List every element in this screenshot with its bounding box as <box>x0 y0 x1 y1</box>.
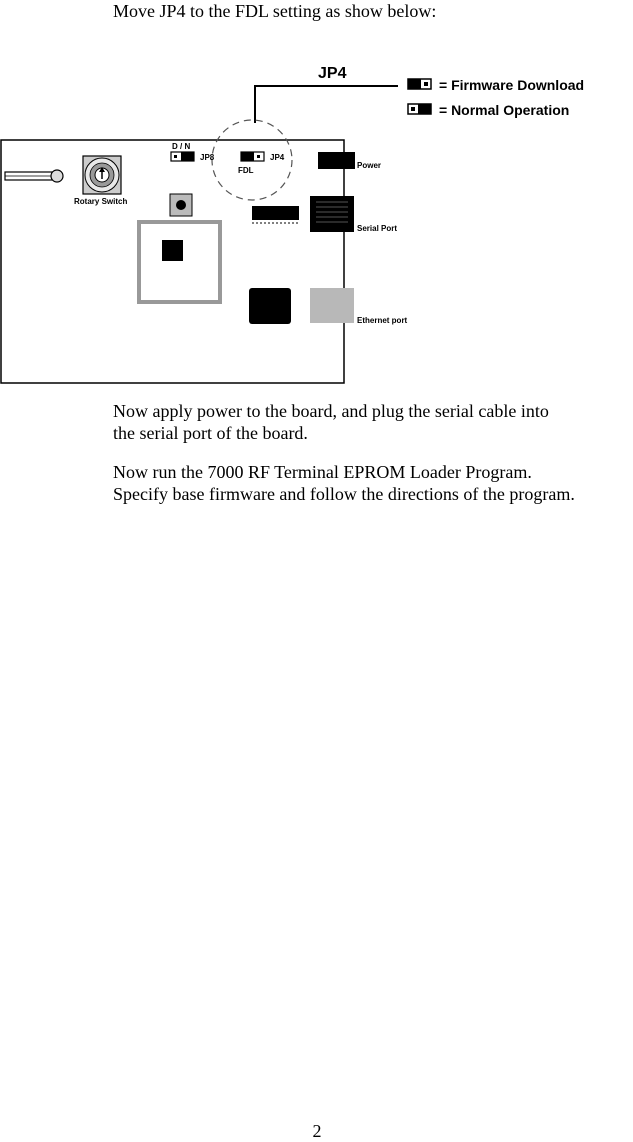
board-outline <box>0 139 345 384</box>
ethernet-port <box>310 288 354 323</box>
paragraph-line: Specify base firmware and follow the dir… <box>113 484 575 504</box>
ethernet-chip <box>249 288 291 324</box>
power-label: Power <box>357 161 381 170</box>
jp4-highlight-circle <box>211 119 293 201</box>
jp4-jumper <box>240 151 265 162</box>
rotary-switch-label: Rotary Switch <box>74 197 127 206</box>
header-connector <box>252 206 299 224</box>
jp8-label: JP8 <box>200 153 215 162</box>
paragraph-line: Now run the 7000 RF Terminal EPROM Loade… <box>113 462 532 482</box>
rotary-switch <box>82 155 122 195</box>
legend-firmware: = Firmware Download <box>439 77 584 93</box>
jp4-title: JP4 <box>318 65 347 82</box>
paragraph-line: Now apply power to the board, and plug t… <box>113 401 549 421</box>
paragraph-loader: Now run the 7000 RF Terminal EPROM Loade… <box>113 461 633 505</box>
serial-port <box>310 196 354 232</box>
legend-firmware-icon <box>407 78 432 90</box>
serial-port-label: Serial Port <box>357 224 397 233</box>
reset-button-component <box>169 193 193 217</box>
legend-normal: = Normal Operation <box>439 102 569 118</box>
board-diagram: JP4 = Firmware Download = Normal Operati… <box>0 65 584 384</box>
power-connector <box>318 152 355 169</box>
paragraph-line: the serial port of the board. <box>113 423 308 443</box>
ethernet-port-label: Ethernet port <box>357 316 408 325</box>
legend-normal-icon <box>407 103 432 115</box>
cpu-socket <box>137 220 222 304</box>
dn-label: D / N <box>172 142 190 151</box>
jp4-board-label: JP4 <box>270 153 285 162</box>
fdl-label: FDL <box>238 166 254 175</box>
antenna-pin <box>4 169 64 183</box>
jp8-jumper <box>170 151 195 162</box>
page-number: 2 <box>312 1121 322 1141</box>
intro-text: Move JP4 to the FDL setting as show belo… <box>113 1 437 21</box>
callout-line <box>254 85 398 123</box>
paragraph-power: Now apply power to the board, and plug t… <box>113 400 633 444</box>
